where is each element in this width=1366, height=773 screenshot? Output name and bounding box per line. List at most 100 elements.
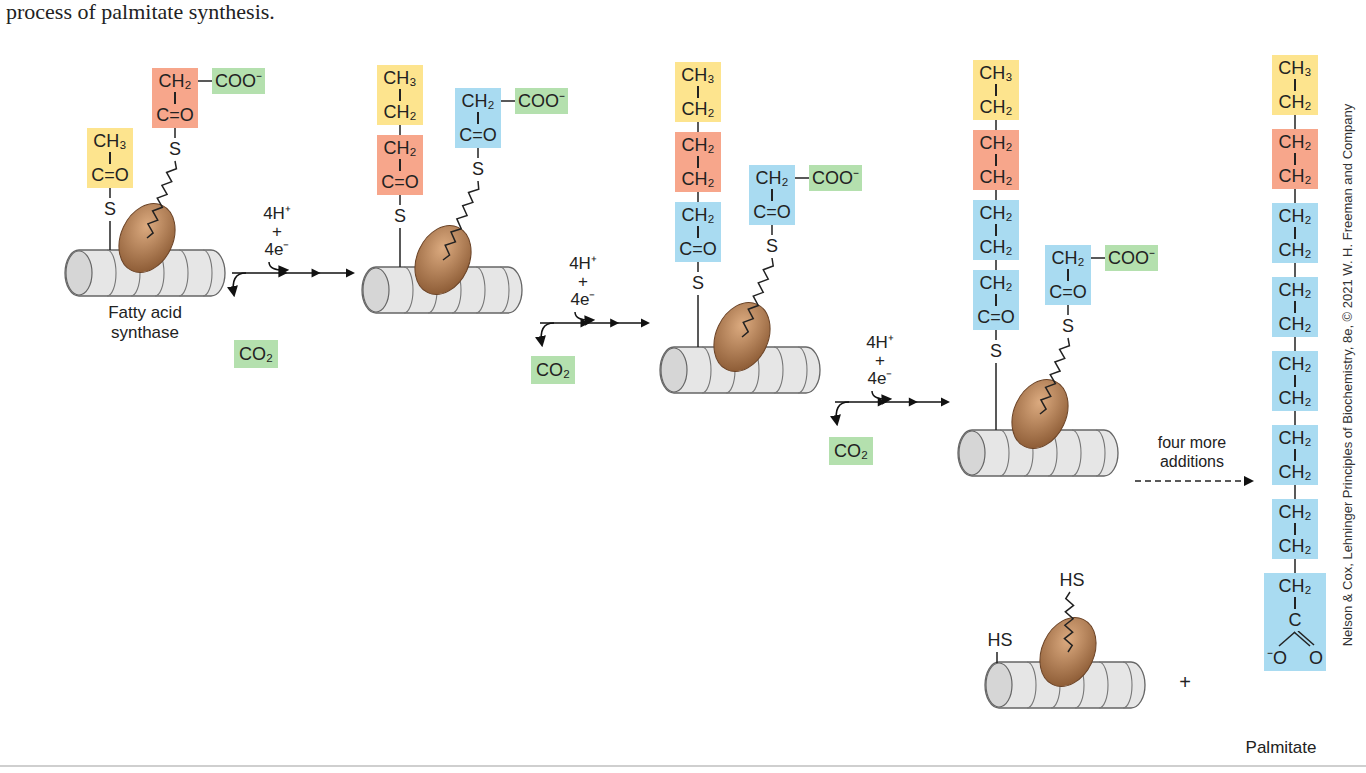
added-carbon-box: CH₂CH₂	[1272, 351, 1318, 411]
bond-line	[697, 192, 699, 202]
synthase-segment	[1000, 430, 1009, 476]
bond-line	[500, 100, 515, 102]
bond-line	[109, 152, 111, 164]
repeat-note: four more additions	[1142, 433, 1242, 471]
formula-text: CH₂	[380, 137, 420, 159]
formula-text: C=O	[976, 306, 1016, 328]
synthase-end	[363, 268, 389, 312]
bond-line	[1294, 153, 1296, 165]
formula-text: CH₂	[1275, 165, 1315, 187]
added-carbon-box: CH₂C=O	[675, 202, 721, 262]
phosphopantetheine-arm	[742, 258, 773, 337]
bond-line	[995, 260, 997, 270]
fatty-acid-synthase	[362, 216, 522, 313]
added-carbon-box: CH₂C⁻OO	[1264, 573, 1326, 671]
formula-text: CH₂	[976, 132, 1016, 154]
bond-line	[995, 330, 997, 340]
sulfur-atom: S	[692, 272, 704, 294]
formula-text: C=O	[752, 201, 792, 223]
carbon-pair-box: CH₂ CH₂	[675, 132, 721, 192]
synthase-segment	[500, 267, 509, 313]
synthase-segment	[1096, 430, 1105, 476]
bond-line	[995, 84, 997, 96]
co2-box: CO₂	[829, 437, 873, 465]
arrowhead	[641, 319, 650, 328]
carbon-pair-box: CH₂ C=O	[377, 135, 423, 195]
electron-label: 4H⁺ + 4e⁻	[866, 334, 894, 388]
bond-line	[1298, 631, 1314, 645]
formula-text: CH₂	[1267, 575, 1323, 597]
phosphopantetheine-arm	[1064, 592, 1073, 652]
co2-release-arrow	[541, 323, 554, 345]
bond-line	[995, 120, 997, 130]
formula-text: CH₂	[678, 134, 718, 156]
bond-line	[697, 156, 699, 168]
bond-line	[109, 221, 111, 250]
bond-line	[697, 122, 699, 132]
carbon-pair-box: CH₂ CH₂	[1272, 129, 1318, 189]
formula-text: COO⁻	[215, 70, 262, 92]
bond-line	[697, 226, 699, 238]
formula-text: CH₃	[90, 130, 130, 152]
arrowhead	[909, 398, 918, 407]
phosphopantetheine-arm	[443, 181, 479, 260]
bond-line	[1294, 559, 1296, 573]
sulfur-atom: S	[394, 205, 406, 227]
synthase-segment	[203, 250, 212, 296]
formula-text: CH₂	[1275, 313, 1315, 335]
enzyme-label: Fatty acid synthase	[95, 303, 195, 343]
slide-title: process of palmitate synthesis.	[6, 0, 275, 24]
bond-line	[1294, 115, 1296, 129]
formula-text: C=O	[380, 171, 420, 193]
formula-text: CH₂	[155, 70, 195, 92]
formula-text: CH₃	[976, 62, 1016, 84]
methyl-group-box: CH₃CH₂	[377, 65, 423, 125]
formula-text: CH₂	[1275, 427, 1315, 449]
formula-text: CH₂	[976, 96, 1016, 118]
methyl-group-box: CH₃C=O	[87, 128, 133, 188]
formula-text: C	[1267, 609, 1323, 631]
bond-line	[995, 154, 997, 166]
formula-text: CH₂	[458, 90, 498, 112]
bond-line	[477, 112, 479, 124]
bond-line	[697, 295, 699, 347]
formula-text: CO₂	[239, 343, 273, 365]
formula-text: CH₂	[1275, 131, 1315, 153]
synthase-end	[959, 431, 985, 475]
formula-text: CH₂	[1275, 205, 1315, 227]
formula-text: CH₂	[752, 167, 792, 189]
bond-line	[771, 189, 773, 201]
synthase-segment	[1123, 662, 1132, 708]
reaction-arrow	[835, 401, 948, 403]
methyl-group-box: CH₃ CH₂	[973, 60, 1019, 120]
formula-text: CO₂	[834, 440, 868, 462]
bond-line	[771, 225, 773, 235]
formula-text: CH₂	[1275, 387, 1315, 409]
bond-line	[1294, 263, 1296, 277]
bond-line	[1294, 523, 1296, 535]
bond-line	[197, 80, 212, 82]
sulfur-atom: S	[990, 340, 1002, 362]
formula-text: CH₂	[1275, 91, 1315, 113]
formula-text: CH₂	[976, 272, 1016, 294]
formula-text: CH₃	[380, 67, 420, 89]
dashed-arrow	[1135, 480, 1252, 482]
electron-input-arrow	[269, 262, 287, 270]
bond-line	[399, 228, 401, 267]
carbon-pair-box: CH₂C=O	[152, 68, 198, 128]
bond-line	[399, 89, 401, 101]
bond-line	[174, 128, 176, 138]
bond-line	[1294, 597, 1296, 609]
thiol-group: HS	[1059, 569, 1084, 591]
formula-text: COO⁻	[518, 90, 565, 112]
co2-release-arrow	[836, 402, 849, 424]
bond-line	[995, 190, 997, 200]
formula-text: ⁻O	[1267, 647, 1287, 669]
sulfur-atom: S	[104, 198, 116, 220]
formula-text: CH₂	[1048, 247, 1088, 269]
formula-text: CO₂	[536, 359, 570, 381]
formula-text: CH₂	[678, 168, 718, 190]
carboxyl-box: COO⁻	[515, 88, 568, 114]
phosphopantetheine-arm	[1040, 338, 1069, 414]
added-carbon-box: CH₂CH₂	[1272, 499, 1318, 559]
